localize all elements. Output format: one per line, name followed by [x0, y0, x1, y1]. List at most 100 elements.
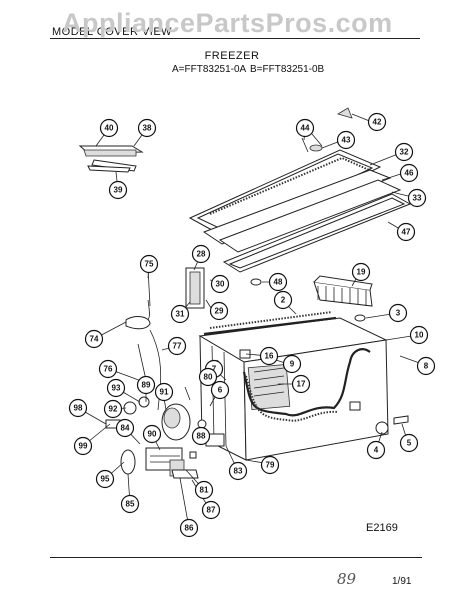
svg-text:84: 84	[121, 424, 130, 433]
callout-93: 93	[106, 378, 126, 398]
callout-6: 6	[210, 380, 230, 400]
page-title: FREEZER	[204, 50, 260, 62]
callout-39: 39	[108, 180, 128, 200]
svg-text:42: 42	[373, 118, 382, 127]
callout-46: 46	[399, 163, 419, 183]
top-rule	[50, 38, 420, 39]
callout-84: 84	[115, 418, 135, 438]
callout-8: 8	[416, 356, 436, 376]
lid-assembly	[188, 107, 412, 273]
callout-83: 83	[228, 461, 248, 481]
svg-text:76: 76	[104, 365, 113, 374]
callout-17: 17	[291, 374, 311, 394]
handle-assembly	[78, 145, 144, 173]
callout-19: 19	[351, 262, 371, 282]
callout-31: 31	[170, 304, 190, 324]
svg-text:91: 91	[160, 388, 169, 397]
section-label: MODEL COVER VIEW	[52, 26, 173, 38]
svg-text:99: 99	[79, 442, 88, 451]
callout-81: 81	[194, 480, 214, 500]
svg-text:85: 85	[126, 500, 135, 509]
callout-76: 76	[98, 359, 118, 379]
callout-5: 5	[399, 433, 419, 453]
callout-87: 87	[201, 500, 221, 520]
svg-text:7: 7	[212, 365, 217, 374]
callout-77: 77	[167, 336, 187, 356]
svg-text:19: 19	[357, 268, 366, 277]
callout-89: 89	[136, 375, 156, 395]
handwritten-note: 89	[337, 570, 357, 588]
callout-90: 90	[142, 424, 162, 444]
svg-text:79: 79	[266, 461, 275, 470]
svg-text:86: 86	[185, 524, 194, 533]
svg-text:8: 8	[424, 362, 429, 371]
svg-text:98: 98	[74, 404, 83, 413]
svg-text:95: 95	[101, 475, 110, 484]
svg-text:4: 4	[374, 446, 379, 455]
svg-text:9: 9	[290, 360, 295, 369]
callout-42: 42	[367, 112, 387, 132]
callout-30: 30	[210, 274, 230, 294]
callout-3: 3	[388, 303, 408, 323]
svg-text:17: 17	[297, 380, 306, 389]
svg-text:47: 47	[402, 228, 411, 237]
svg-text:5: 5	[407, 439, 412, 448]
svg-text:46: 46	[405, 169, 414, 178]
page-number: 1/91	[392, 576, 412, 587]
callout-88: 88	[191, 426, 211, 446]
svg-text:93: 93	[112, 384, 121, 393]
model-b-label: B=FFT83251-0B	[250, 64, 325, 75]
svg-text:2: 2	[281, 296, 286, 305]
callout-4: 4	[366, 440, 386, 460]
svg-text:10: 10	[415, 331, 424, 340]
model-a-label: A=FFT83251-0A	[172, 64, 247, 75]
svg-text:90: 90	[148, 430, 157, 439]
watermark: AppliancePartsPros.com	[62, 8, 393, 38]
svg-text:77: 77	[173, 342, 182, 351]
callout-33: 33	[407, 188, 427, 208]
svg-text:31: 31	[176, 310, 185, 319]
callout-92: 92	[103, 399, 123, 419]
svg-text:44: 44	[301, 124, 310, 133]
svg-text:89: 89	[142, 381, 151, 390]
callout-47: 47	[396, 222, 416, 242]
callout-40: 40	[99, 118, 119, 138]
callout-9: 9	[282, 354, 302, 374]
small-parts	[141, 278, 409, 435]
callout-10: 10	[409, 325, 429, 345]
callout-80: 80	[198, 367, 218, 387]
callout-74: 74	[84, 329, 104, 349]
callout-29: 29	[209, 301, 229, 321]
callout-16: 16	[259, 346, 279, 366]
svg-text:32: 32	[400, 148, 409, 157]
svg-text:83: 83	[234, 467, 243, 476]
callout-48: 48	[268, 272, 288, 292]
callout-32: 32	[394, 142, 414, 162]
callout-85: 85	[120, 494, 140, 514]
callout-28: 28	[191, 244, 211, 264]
svg-text:30: 30	[216, 280, 225, 289]
callout-38: 38	[137, 118, 157, 138]
bottom-rule	[50, 557, 422, 558]
callout-43: 43	[336, 130, 356, 150]
svg-text:6: 6	[218, 386, 223, 395]
callout-79: 79	[260, 455, 280, 475]
svg-text:39: 39	[114, 186, 123, 195]
svg-text:28: 28	[197, 250, 206, 259]
svg-text:87: 87	[207, 506, 216, 515]
callout-86: 86	[179, 518, 199, 538]
svg-text:75: 75	[145, 260, 154, 269]
callout-2: 2	[273, 290, 293, 310]
svg-text:81: 81	[200, 486, 209, 495]
callout-91: 91	[154, 382, 174, 402]
svg-text:33: 33	[413, 194, 422, 203]
svg-text:48: 48	[274, 278, 283, 287]
svg-text:38: 38	[143, 124, 152, 133]
svg-text:74: 74	[90, 335, 99, 344]
svg-text:40: 40	[105, 124, 114, 133]
callout-95: 95	[95, 469, 115, 489]
svg-text:43: 43	[342, 136, 351, 145]
callout-44: 44	[295, 118, 315, 138]
callout-75: 75	[139, 254, 159, 274]
callout-98: 98	[68, 398, 88, 418]
